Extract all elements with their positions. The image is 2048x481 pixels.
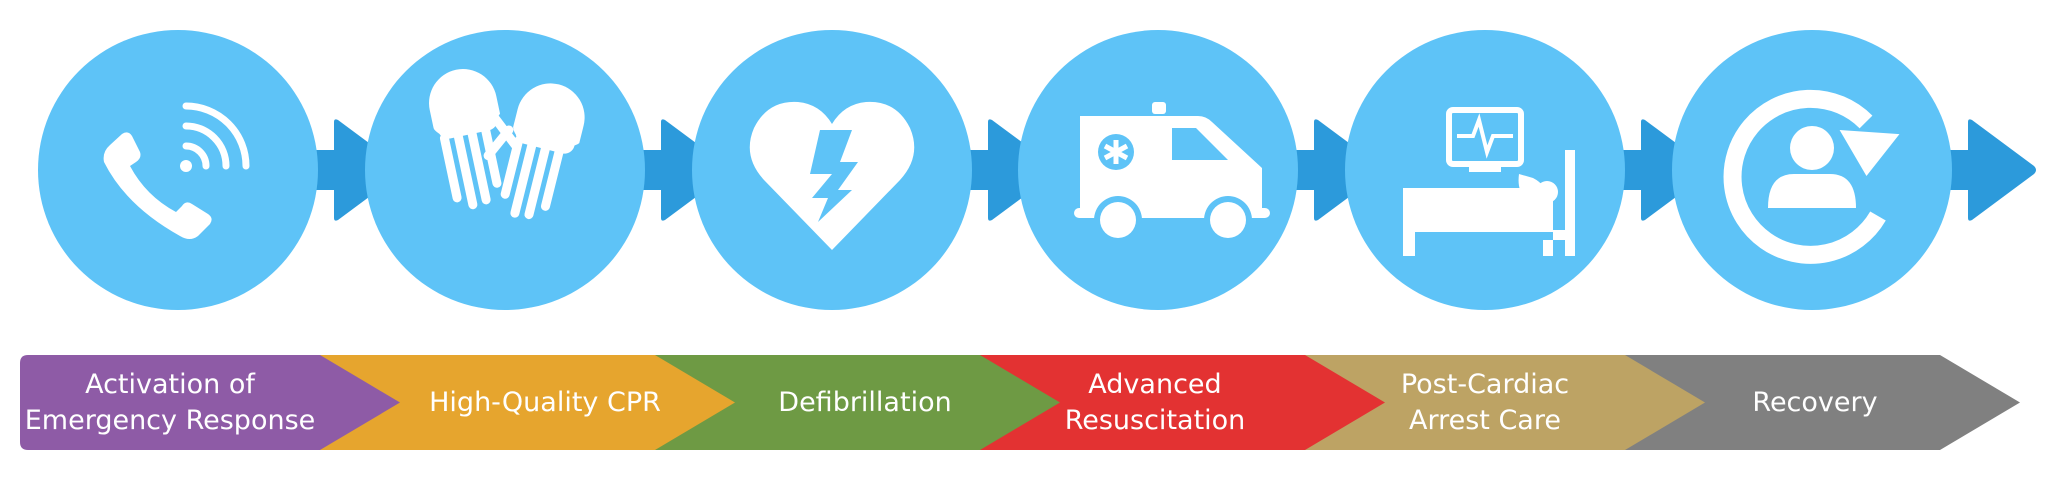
- step-label-post-cardiac-care: Post-Cardiac Arrest Care: [1400, 369, 1570, 436]
- step-chevron: [1625, 355, 2020, 450]
- step-chevron: [1305, 355, 1705, 450]
- step-label-cpr: High-Quality CPR: [429, 387, 661, 418]
- step-label-recovery: Recovery: [1752, 387, 1878, 418]
- step-circle: [38, 30, 318, 310]
- step-chevron: [980, 355, 1385, 450]
- step-chevron: [320, 355, 735, 450]
- step-chevron: [20, 355, 400, 450]
- defibrillator-heart-icon: [749, 101, 915, 250]
- hands-icon: [429, 69, 585, 220]
- step-chevron: [655, 355, 1060, 450]
- recovery-person-icon: [1723, 89, 1900, 264]
- ambulance-icon: [1074, 102, 1270, 244]
- connector-arrow: [1968, 119, 2036, 221]
- phone-icon: [103, 102, 250, 239]
- step-label-advanced-resuscitation: Advanced Resuscitation: [1064, 369, 1246, 436]
- hospital-bed-monitor-icon: [1403, 107, 1575, 256]
- step-label-defibrillation: Defibrillation: [778, 387, 952, 418]
- step-label-activation: Activation of Emergency Response: [24, 369, 316, 436]
- step-circle: [365, 30, 645, 310]
